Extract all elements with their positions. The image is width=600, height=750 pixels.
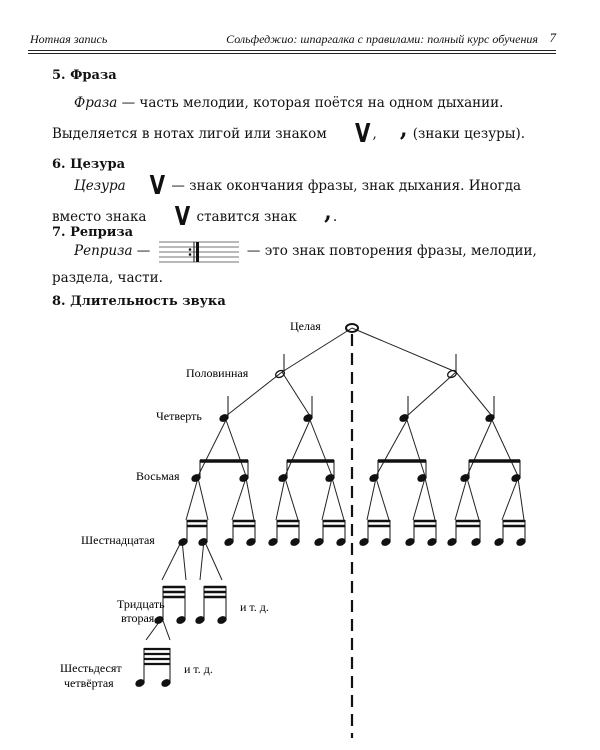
- quarter-notes: [218, 396, 496, 424]
- label-thirty-second-line2: вторая: [121, 611, 155, 625]
- caesura-icon: V: [174, 200, 191, 232]
- label-etc-32: и т. д.: [240, 600, 269, 614]
- header-left: Нотная запись: [30, 32, 108, 46]
- label-thirty-second-line1: Тридцать: [117, 597, 165, 611]
- note-duration-tree: Целая Половинная Четверть Восьмая Шестна…: [60, 319, 527, 738]
- section-duration-title: 8. Длительность звука: [52, 294, 226, 309]
- reprise-term: Реприза: [74, 243, 133, 259]
- breath-comma-icon: ,: [399, 116, 408, 142]
- label-whole: Целая: [290, 319, 321, 333]
- section-caesura-title: 6. Цезура: [52, 157, 126, 172]
- whole-note-icon: [345, 323, 359, 333]
- label-half: Половинная: [186, 366, 249, 380]
- caesura-text-b: ставится знак: [192, 209, 302, 225]
- phrase-term: Фраза: [74, 95, 118, 111]
- phrase-text-a: — часть мелодии, которая поётся на одном…: [52, 95, 504, 142]
- caesura-text-a: — знак окончания фразы, знак дыхания. Ин…: [52, 178, 522, 225]
- label-sixty-fourth-line1: Шестьдесят: [60, 661, 122, 675]
- breath-comma-icon: ,: [324, 199, 332, 225]
- caesura-icon: V: [355, 117, 371, 149]
- label-quarter: Четверть: [156, 409, 202, 423]
- label-eighth: Восьмая: [136, 469, 180, 483]
- phrase-text-b: (знаки цезуры).: [408, 126, 526, 142]
- caesura-term: Цезура: [74, 178, 126, 194]
- section-phrase-text: Фраза — часть мелодии, которая поётся на…: [52, 95, 526, 149]
- label-etc-64: и т. д.: [184, 662, 213, 676]
- reprise-text-b: — это знак повторения фразы, мелодии, ра…: [52, 243, 537, 286]
- page-number: 7: [549, 30, 557, 45]
- sixty-fourth-notes: [134, 647, 172, 689]
- tree-connector-lines: [145, 327, 525, 641]
- repeat-sign-icon: [158, 241, 239, 262]
- section-phrase-title: 5. Фраза: [52, 68, 117, 83]
- section-reprise-text: Реприза — — это знак повторения фразы, м…: [52, 238, 552, 291]
- thirty-second-notes: [153, 585, 228, 626]
- label-sixty-fourth-line2: четвёртая: [64, 676, 114, 690]
- label-sixteenth: Шестнадцатая: [81, 533, 155, 547]
- reprise-text-a: —: [132, 243, 155, 259]
- running-header: Нотная запись Сольфеджио: шпаргалка с пр…: [28, 30, 557, 54]
- section-reprise-title: 7. Реприза: [52, 225, 134, 240]
- sixteenth-notes: [177, 519, 527, 548]
- half-notes: [274, 354, 458, 379]
- eighth-notes: [190, 459, 522, 484]
- caesura-text-c: .: [332, 209, 338, 225]
- caesura-icon: V: [149, 169, 166, 201]
- header-right: Сольфеджио: шпаргалка с правилами: полны…: [226, 32, 538, 46]
